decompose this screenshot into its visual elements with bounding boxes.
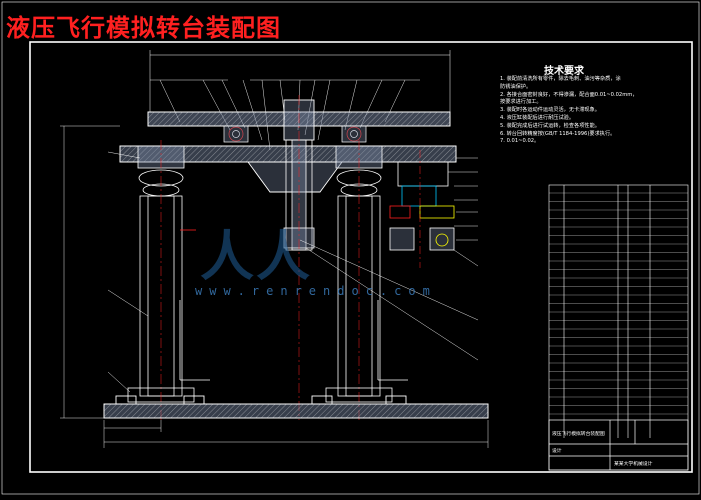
leader-lines-left [107, 151, 149, 393]
tech-requirement-line: 1. 装配前清洗所有零件，除去毛刺、油污等杂质，涂 [500, 76, 621, 82]
tech-requirements-list: 1. 装配前清洗所有零件，除去毛刺、油污等杂质，涂 防锈油保护。 2. 各接合面… [500, 76, 688, 146]
tech-requirement-line: 4. 液压缸装配后进行耐压试验。 [500, 114, 575, 121]
watermark-text: www.renrendoc.com [195, 284, 437, 298]
tech-requirement-line: 5. 装配完成后进行试运转，检查各项性能。 [500, 122, 600, 129]
tech-requirement-line: 防锈油保护。 [500, 83, 532, 90]
cross-beam [119, 145, 457, 193]
parts-list [548, 184, 689, 471]
base-plate [103, 395, 489, 419]
title-block-school: 某某大学机械设计 [614, 462, 653, 467]
parts-list-rows [549, 192, 688, 415]
drawing-title: 液压飞行模拟转台装配图 [6, 13, 281, 42]
tech-requirement-line: 7. 0.01~0.02。 [500, 138, 540, 145]
tech-requirement-line: 3. 装配时各运动件运动灵活，无卡滞现象。 [500, 107, 600, 114]
bottom-dimensions [103, 420, 489, 448]
tech-requirement-line: 6. 转台回转精度按(GB/T 1184-1996)要求执行。 [500, 130, 616, 137]
top-dimension [149, 50, 451, 112]
title-block [548, 419, 689, 471]
right-cylinder [325, 140, 408, 420]
tech-requirement-line: 2. 各接合面密封良好，不得渗漏，配合面0.01~0.02mm， [500, 91, 638, 98]
inner-frame [29, 41, 693, 473]
left-dimension [60, 125, 120, 419]
drive-assembly [389, 150, 455, 268]
platform-bearings [223, 125, 367, 143]
leader-lines-right [299, 157, 479, 361]
central-column [283, 95, 315, 420]
title-block-project: 液压飞行模拟转台装配图 [552, 432, 605, 437]
watermark-logo: 人人 [200, 224, 312, 288]
tech-requirement-line: 按要求进行加工。 [500, 99, 542, 106]
tech-requirements-title: 技术要求 [544, 66, 584, 77]
title-block-drawn: 设计 [552, 449, 562, 454]
left-cylinder [127, 140, 210, 420]
